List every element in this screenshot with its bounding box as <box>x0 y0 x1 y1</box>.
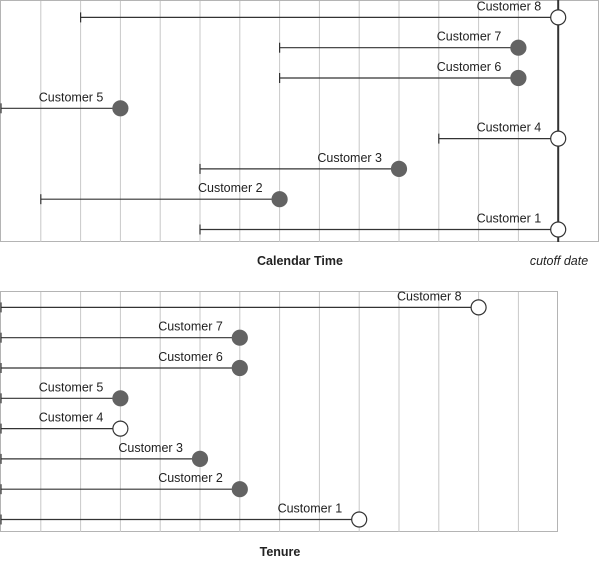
tenure-censored-marker <box>351 511 368 528</box>
calendar-stopped-marker <box>112 100 129 117</box>
calendar-stopped-marker <box>510 69 527 87</box>
tenure-row-customer-6: Customer 6 <box>0 350 248 377</box>
calendar-customer-label: Customer 7 <box>437 30 502 44</box>
tenure-stopped-marker <box>231 481 248 498</box>
tenure-customer-label: Customer 5 <box>39 380 104 394</box>
tenure-row-customer-1: Customer 1 <box>0 502 368 528</box>
calendar-row-customer-5: Customer 5 <box>0 90 129 117</box>
cutoff-date-label: cutoff date <box>530 254 588 268</box>
calendar-customer-label: Customer 8 <box>477 0 542 13</box>
tenure-stopped-marker <box>231 359 248 377</box>
tenure-row-customer-2: Customer 2 <box>0 471 248 498</box>
tenure-customer-label: Customer 6 <box>158 350 223 364</box>
calendar-row-customer-1: Customer 1 <box>199 212 567 238</box>
tenure-chart: Customer 1 Customer 2 Customer 3 Customer 4… <box>0 282 600 561</box>
tenure-stopped-marker <box>231 329 248 346</box>
tenure-customer-label: Customer 4 <box>39 411 104 425</box>
tenure-customer-label: Customer 2 <box>158 471 223 485</box>
calendar-stopped-marker <box>510 39 527 56</box>
calendar-customer-label: Customer 6 <box>437 60 502 74</box>
calendar-row-customer-4: Customer 4 <box>438 121 567 147</box>
tenure-row-customer-8: Customer 8 <box>0 289 487 316</box>
tenure-row-customer-4: Customer 4 <box>0 411 129 437</box>
calendar-row-customer-8: Customer 8 <box>79 0 567 26</box>
calendar-customer-label: Customer 2 <box>198 181 263 195</box>
calendar-x-axis-label: Calendar Time <box>257 254 343 268</box>
tenure-row-customer-3: Customer 3 <box>0 441 209 467</box>
tenure-row-customer-7: Customer 7 <box>0 320 248 346</box>
calendar-time-chart-svg: Customer 1 Customer 2 Customer 3 Customer 4… <box>0 0 599 268</box>
calendar-row-customer-2: Customer 2 <box>40 181 288 208</box>
calendar-customer-label: Customer 1 <box>477 212 542 226</box>
tenure-customer-label: Customer 1 <box>278 502 343 516</box>
calendar-customer-label: Customer 4 <box>477 121 542 135</box>
calendar-censored-marker <box>550 130 567 147</box>
calendar-row-customer-6: Customer 6 <box>279 60 527 87</box>
calendar-row-customer-7: Customer 7 <box>279 30 527 56</box>
tenure-censored-marker <box>112 420 129 437</box>
calendar-censored-marker <box>550 9 567 26</box>
tenure-customer-label: Customer 8 <box>397 289 462 303</box>
tenure-censored-marker <box>470 299 487 316</box>
tenure-stopped-marker <box>112 390 129 407</box>
calendar-stopped-marker <box>390 160 408 177</box>
calendar-time-chart: Customer 1 Customer 2 Customer 3 Customer 4… <box>0 0 600 280</box>
tenure-plot-frame <box>0 291 558 532</box>
tenure-row-customer-5: Customer 5 <box>0 380 129 407</box>
calendar-censored-marker <box>550 221 567 238</box>
calendar-customer-label: Customer 5 <box>39 90 104 104</box>
calendar-customer-label: Customer 3 <box>317 151 382 165</box>
calendar-row-customer-3: Customer 3 <box>199 151 408 177</box>
tenure-stopped-marker <box>191 450 209 467</box>
tenure-customer-label: Customer 3 <box>118 441 183 455</box>
tenure-chart-svg: Customer 1 Customer 2 Customer 3 Customer 4… <box>0 289 558 559</box>
calendar-stopped-marker <box>271 191 288 208</box>
tenure-customer-label: Customer 7 <box>158 320 223 334</box>
tenure-x-axis-label: Tenure <box>260 545 301 559</box>
calendar-plot-frame <box>0 0 599 242</box>
